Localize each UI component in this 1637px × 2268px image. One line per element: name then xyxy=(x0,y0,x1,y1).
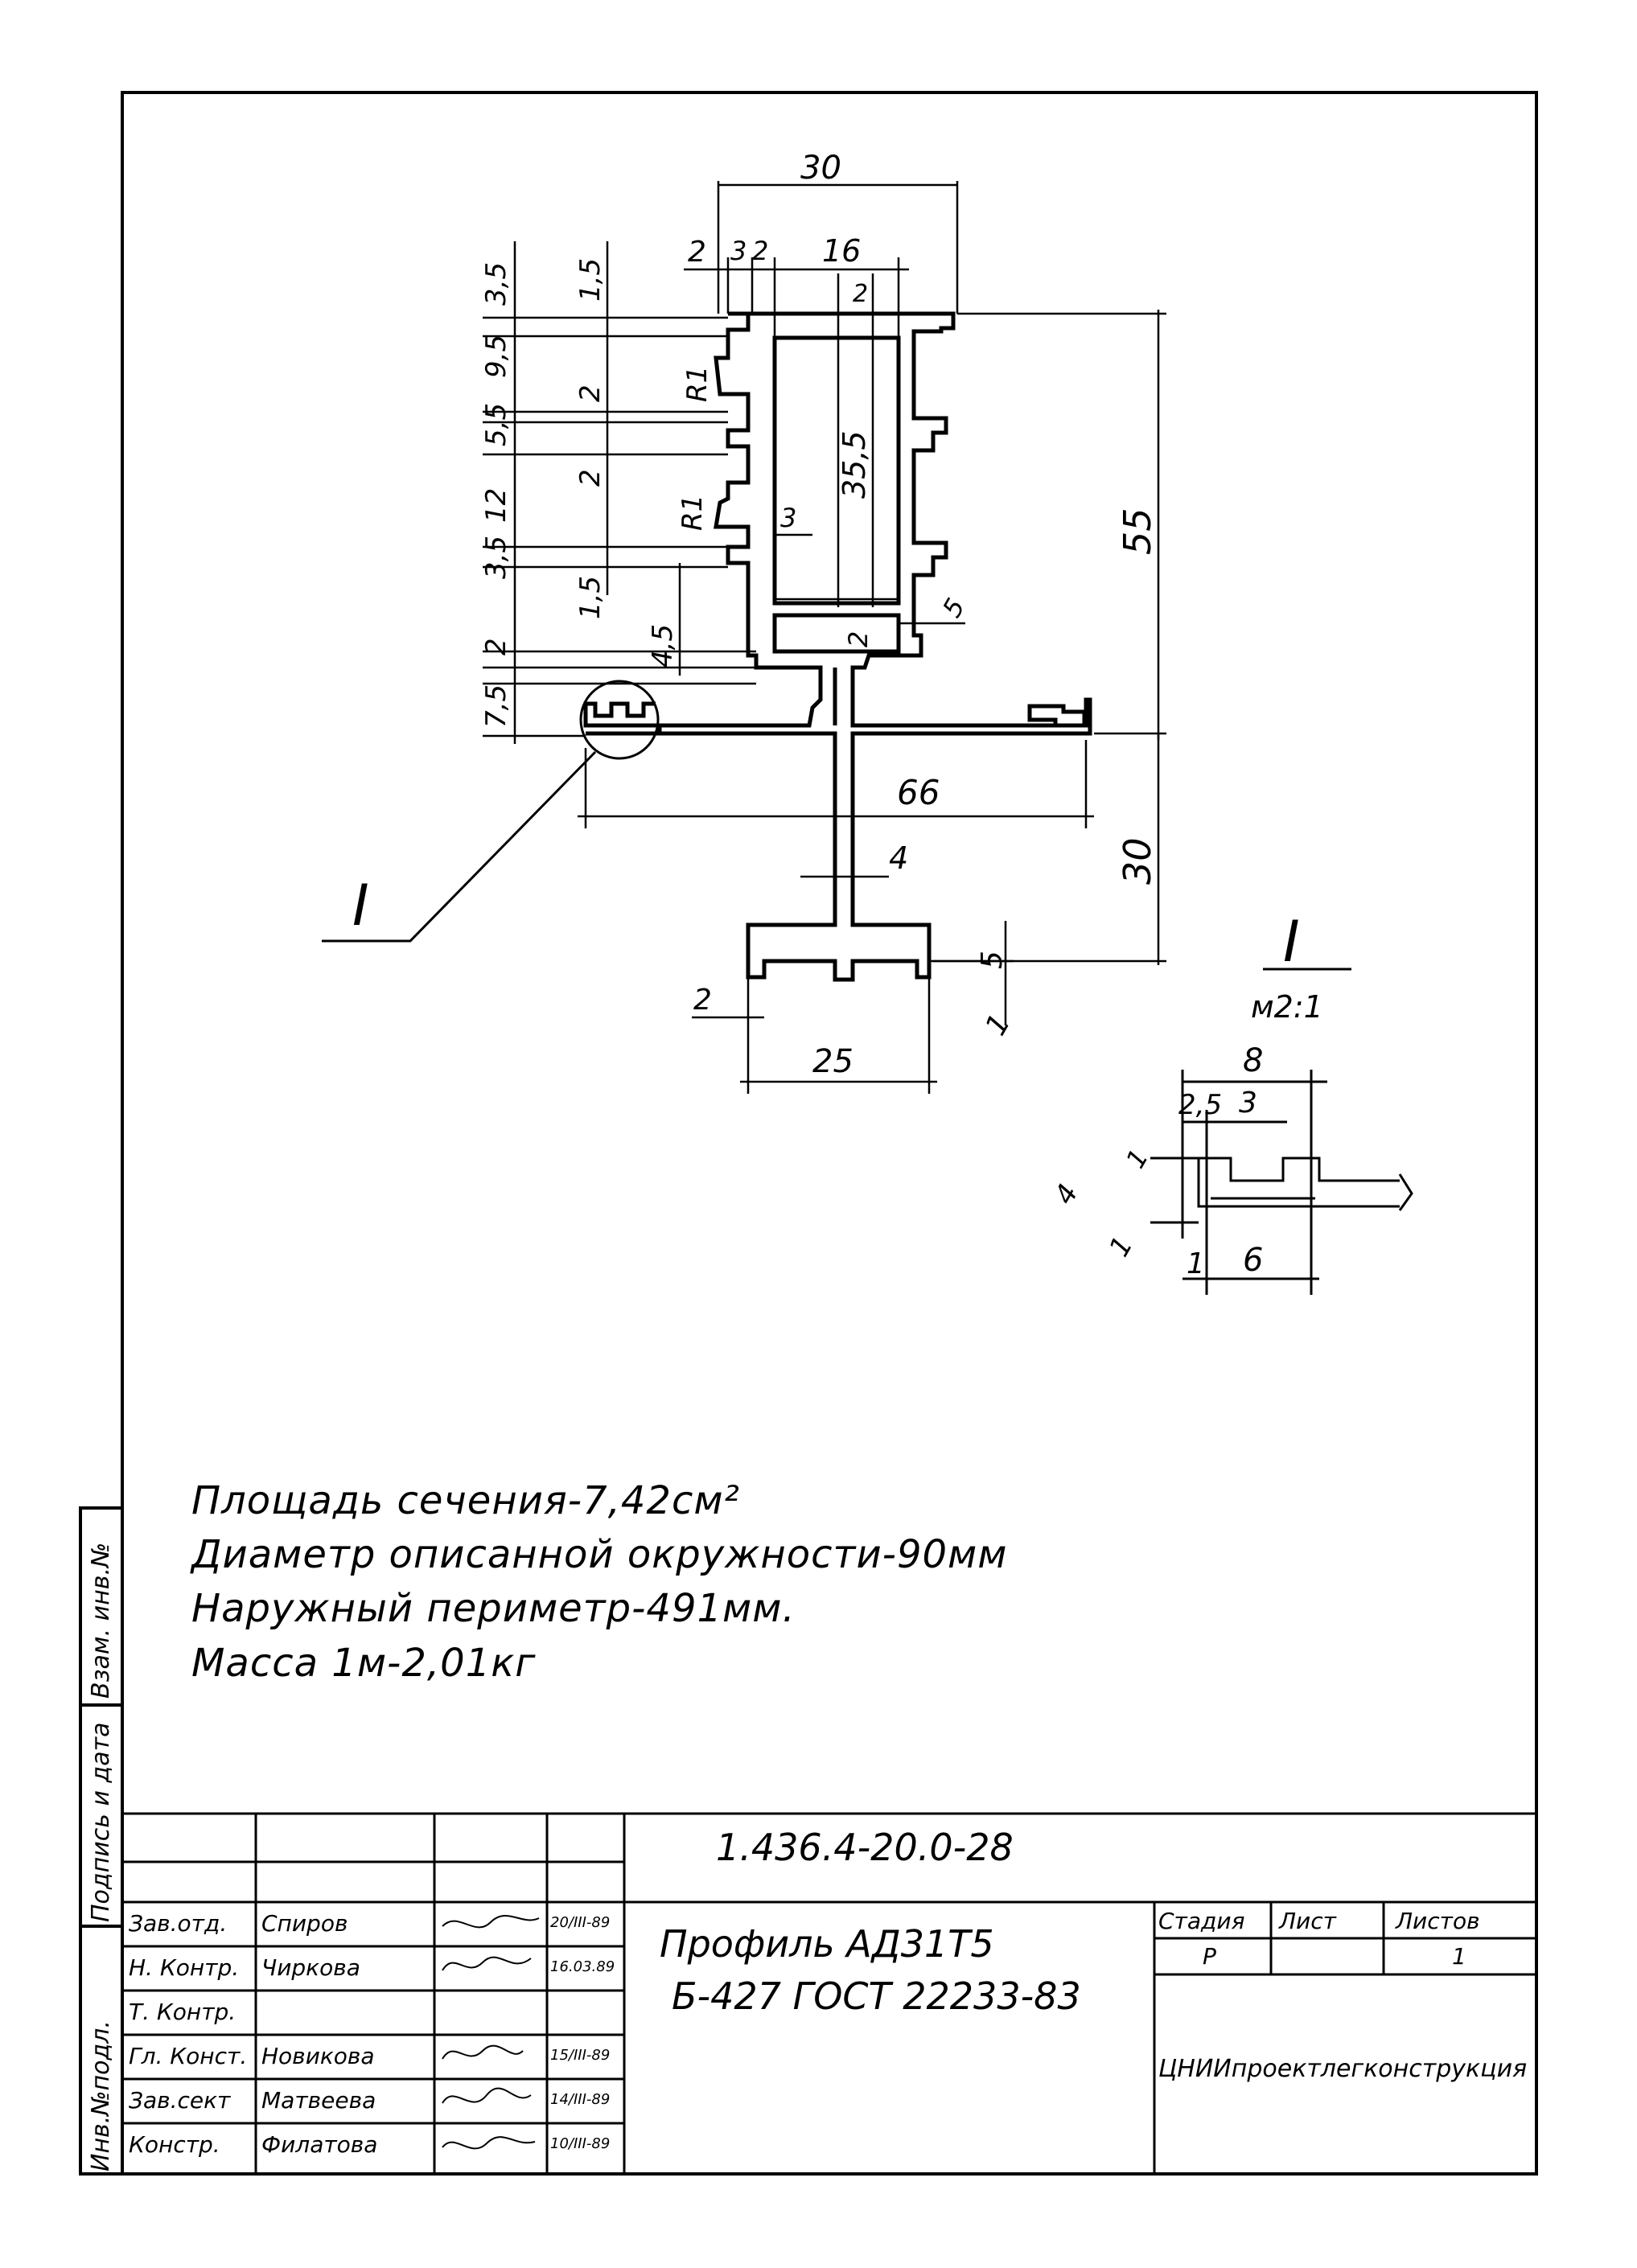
title-line-2: Б-427 ГОСТ 22233-83 xyxy=(672,1974,1081,2018)
dim-2-a: 2 xyxy=(574,384,607,402)
dim-2-mid: 2 xyxy=(752,236,768,266)
detail-dim-4: 4 xyxy=(1048,1179,1084,1210)
dim-35-5: 35,5 xyxy=(837,430,872,499)
sig-name: Чиркова xyxy=(261,1954,360,1981)
stage-value: Р xyxy=(1203,1943,1216,1970)
sig-role: Констр. xyxy=(129,2131,220,2158)
organization: ЦНИИпроектлегконструкция xyxy=(1158,2055,1528,2083)
dim-1-5-top: 1,5 xyxy=(574,258,607,302)
dim-r1-b: R1 xyxy=(677,495,709,531)
sig-date: 14/III-89 xyxy=(550,2091,611,2108)
sig-role: Зав.отд. xyxy=(129,1910,228,1937)
dim-55: 55 xyxy=(1116,507,1159,555)
dim-top-width: 30 xyxy=(800,150,841,187)
sig-role: Н. Контр. xyxy=(129,1954,240,1981)
sig-name: Спиров xyxy=(261,1910,348,1937)
detail-dim-1-bottom: 1 xyxy=(1187,1247,1205,1280)
note-mass: Масса 1м-2,01кг xyxy=(191,1641,537,1686)
detail-dim-3: 3 xyxy=(1239,1087,1257,1120)
stage-header: Стадия xyxy=(1158,1908,1245,1934)
dim-3-inner: 3 xyxy=(780,503,796,533)
note-section-area: Площадь сечения-7,42см² xyxy=(191,1478,740,1523)
dim-3-5-b: 3,5 xyxy=(480,536,512,579)
dim-5-bottom: 5 xyxy=(976,951,1009,969)
dim-1-5-b: 1,5 xyxy=(574,576,607,619)
dim-4-5: 4,5 xyxy=(647,624,679,668)
sheets-header: Листов xyxy=(1396,1908,1480,1934)
dim-5-right: 5 xyxy=(936,593,971,622)
sig-name: Матвеева xyxy=(261,2087,376,2114)
drawing-frame xyxy=(79,91,1538,2176)
detail-marker-label: I xyxy=(352,873,369,939)
dim-2-bottom: 2 xyxy=(693,984,712,1017)
note-outer-perimeter: Наружный периметр-491мм. xyxy=(191,1586,796,1631)
dim-2-left: 2 xyxy=(688,236,706,269)
dim-3: 3 xyxy=(730,236,747,266)
dimension-texts: 30 2 3 2 16 2 3,5 1,5 9,5 2 5,5 2 12 3,5… xyxy=(480,150,1159,1080)
dim-16: 16 xyxy=(822,233,861,269)
detail-dim-1-top: 1 xyxy=(1120,1144,1154,1173)
dim-9-5: 9,5 xyxy=(480,335,512,378)
sig-role: Гл. Конст. xyxy=(129,2043,248,2069)
doc-code: 1.436.4-20.0-28 xyxy=(716,1826,1014,1869)
title-block-grid xyxy=(122,1812,1536,2174)
dim-2-top-right: 2 xyxy=(853,280,868,308)
detail-label: I xyxy=(1283,909,1300,975)
detail-dim-1-left: 1 xyxy=(1103,1231,1139,1263)
dim-1-bottom: 1 xyxy=(979,1009,1017,1041)
profile-section xyxy=(583,311,1092,982)
dim-25: 25 xyxy=(812,1043,853,1080)
sheets-value: 1 xyxy=(1452,1943,1466,1970)
detail-view: I м2:1 8 2,5 3 1 4 1 1 6 xyxy=(1048,909,1413,1295)
detail-dim-8: 8 xyxy=(1243,1042,1263,1079)
note-circumscribed-diameter: Диаметр описанной окружности-90мм xyxy=(191,1532,1008,1577)
dimension-lines xyxy=(483,181,1166,1094)
dim-5-5: 5,5 xyxy=(480,403,512,446)
dim-30-right: 30 xyxy=(1116,837,1159,885)
dim-4: 4 xyxy=(889,840,908,876)
sig-role: Зав.сект xyxy=(129,2087,231,2114)
dim-2-b: 2 xyxy=(574,469,607,487)
signatures-handwritten xyxy=(442,1914,540,2150)
dim-12: 12 xyxy=(480,488,512,523)
detail-scale: м2:1 xyxy=(1251,989,1323,1025)
dim-66: 66 xyxy=(897,773,940,812)
detail-dim-6: 6 xyxy=(1243,1242,1263,1279)
detail-dim-2-5: 2,5 xyxy=(1178,1089,1222,1121)
title-line-1: Профиль АД31Т5 xyxy=(660,1922,994,1966)
sig-name: Филатова xyxy=(261,2131,378,2158)
dim-3-5-top: 3,5 xyxy=(480,262,512,306)
sig-date: 20/III-89 xyxy=(550,1914,611,1931)
sig-role: Т. Контр. xyxy=(129,1999,237,2025)
side-stamp-replacement-inv: Взам. инв.№ xyxy=(87,1542,115,1699)
side-stamp-signature-date: Подпись и дата xyxy=(87,1722,115,1923)
sig-name: Новикова xyxy=(261,2043,375,2069)
sig-date: 16.03.89 xyxy=(550,1958,615,1975)
dim-2-inner: 2 xyxy=(843,631,874,647)
side-stamp-original-inv: Инв.№подл. xyxy=(87,2020,115,2171)
sig-date: 10/III-89 xyxy=(550,2135,611,2152)
detail-callout xyxy=(322,680,660,943)
sheet-header: Лист xyxy=(1279,1908,1336,1934)
dim-r1-a: R1 xyxy=(681,366,714,402)
sig-date: 15/III-89 xyxy=(550,2047,611,2064)
dim-2-c: 2 xyxy=(480,638,512,655)
dim-7-5: 7,5 xyxy=(480,684,512,728)
